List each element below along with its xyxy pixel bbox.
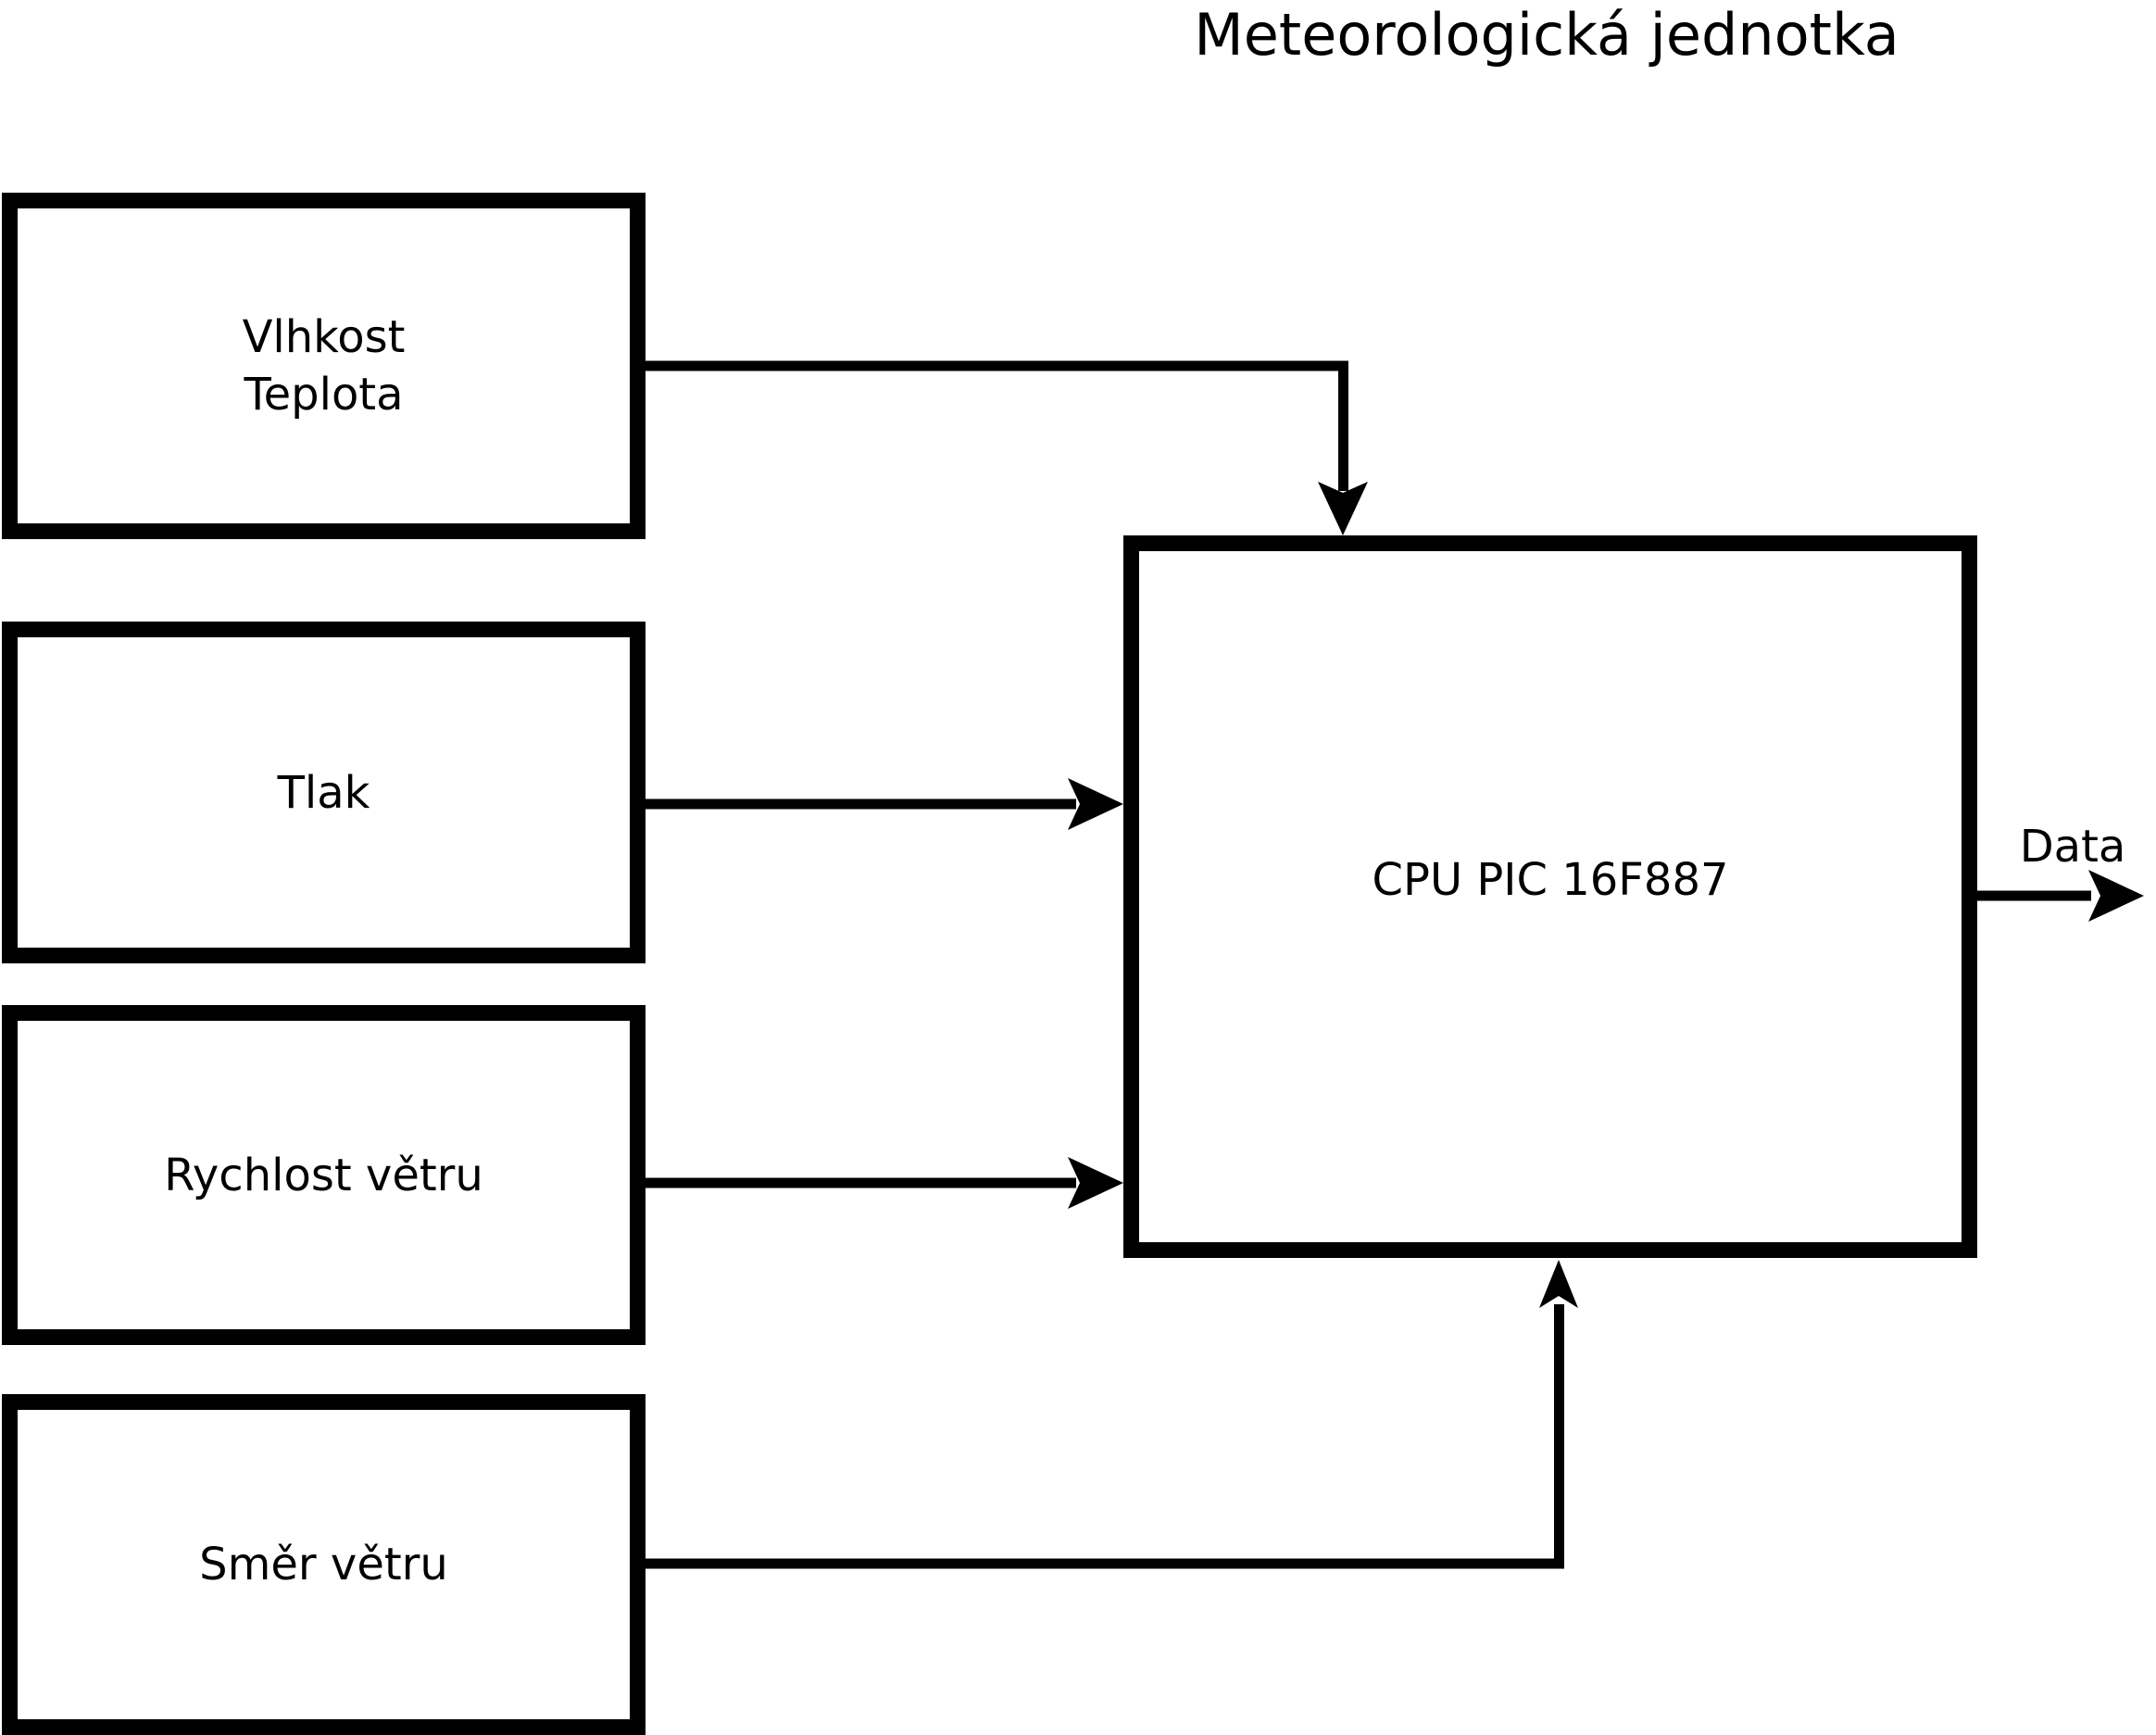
connector-winddirection-to-cpu-arrowhead [1539,1260,1578,1308]
connector-cpu-to-data-arrowhead [2088,870,2144,922]
connector-winddirection-to-cpu-line [646,1304,1564,1569]
temperature-label: Teplota [244,369,404,421]
connector-humidity-to-cpu-line [646,360,1348,491]
connector-windspeed-to-cpu-arrowhead [1068,1157,1123,1209]
sensor-box-humidity-temperature: Vlhkost Teplota [2,193,646,539]
sensor-box-pressure: Tlak [2,622,646,963]
data-output-label: Data [2019,821,2126,873]
cpu-label: CPU PIC 16F887 [1372,854,1729,906]
cpu-box: CPU PIC 16F887 [1123,535,1977,1258]
connector-pressure-to-cpu-arrowhead [1068,778,1123,830]
wind-speed-label: Rychlost větru [164,1149,483,1201]
connector-humidity-to-cpu-arrowhead [1318,482,1368,535]
sensor-box-wind-direction: Směr větru [2,1394,646,1735]
humidity-label: Vlhkost [242,311,406,363]
diagram-title: Meteorologická jednotka [1194,1,1899,69]
pressure-label: Tlak [277,766,370,819]
sensor-box-wind-speed: Rychlost větru [2,1005,646,1345]
wind-direction-label: Směr větru [199,1539,448,1590]
